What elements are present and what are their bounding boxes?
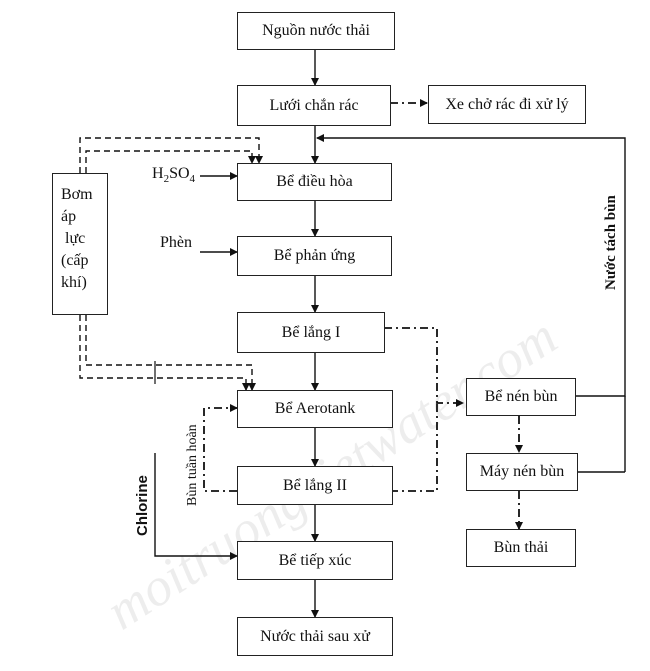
node-settling2: Bể lắng II	[237, 466, 393, 505]
node-sludge-press: Máy nén bùn	[466, 453, 578, 491]
node-screen: Lưới chắn rác	[237, 85, 391, 126]
node-settling1: Bể lắng I	[237, 312, 385, 353]
node-aerotank: Bể Aerotank	[237, 390, 393, 428]
node-source: Nguồn nước thải	[237, 12, 395, 50]
label-alum: Phèn	[160, 234, 192, 251]
edge-settling1-thickener	[384, 327, 464, 407]
edge-blower-aerotank-a	[79, 315, 250, 391]
edge-blower-equalization-b	[85, 150, 256, 173]
node-blower: Bơm áp lực (cấp khí)	[52, 173, 108, 315]
blower-line-4: (cấp	[61, 252, 89, 269]
node-truck: Xe chở rác đi xử lý	[428, 85, 586, 124]
label-chlorine: Chlorine	[134, 475, 151, 536]
node-equalization: Bể điều hòa	[237, 163, 392, 201]
edge-chlorine-contact	[154, 453, 238, 560]
edge-separated-water-return	[316, 134, 626, 397]
blower-line-1: Bơm	[61, 186, 93, 203]
blower-line-5: khí)	[61, 274, 87, 291]
blower-line-2: áp	[61, 208, 77, 225]
node-reaction: Bể phản ứng	[237, 236, 392, 276]
label-return-sludge: Bùn tuần hoàn	[185, 424, 200, 506]
node-sludge-thickener: Bể nén bùn	[466, 378, 576, 416]
node-sludge-waste: Bùn thải	[466, 529, 576, 567]
node-contact: Bể tiếp xúc	[237, 541, 393, 580]
node-effluent: Nước thải sau xử	[237, 617, 393, 656]
edge-blower-aerotank-b	[85, 315, 256, 391]
label-acid: H2SO4	[152, 165, 196, 186]
edge-return-sludge	[203, 404, 238, 492]
label-separated-water: Nước tách bùn	[603, 195, 619, 290]
blower-line-3: lực	[65, 230, 86, 247]
edge-blower-equalization-a	[79, 137, 263, 173]
edge-settling2-thickener	[390, 403, 438, 492]
